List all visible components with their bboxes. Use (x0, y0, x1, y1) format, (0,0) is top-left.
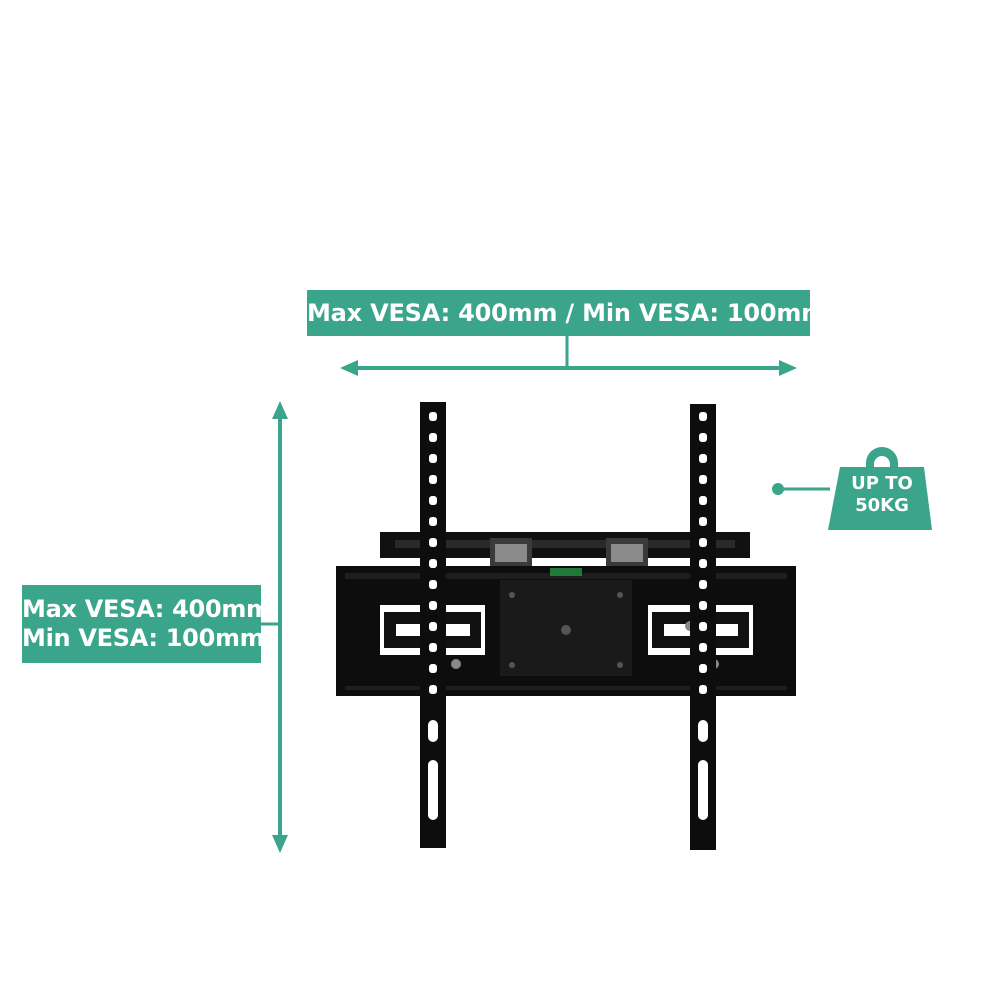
arm-hole (699, 538, 707, 547)
height-dimension-line2: Min VESA: 100mm (22, 624, 265, 652)
arm-hole (699, 643, 707, 652)
arm-hole (429, 643, 437, 652)
arm-hole (429, 664, 437, 673)
weight-badge-line2: 50KG (855, 495, 909, 516)
arm-hole (699, 622, 707, 631)
arm-slots (428, 720, 708, 820)
arm-hole (429, 454, 437, 463)
arm-hole (699, 601, 707, 610)
arm-hole (429, 517, 437, 526)
weight-badge-text: UP TO 50KG (830, 473, 934, 517)
weight-badge-line1: UP TO (851, 473, 913, 494)
arm-hole (429, 559, 437, 568)
arm-hole (699, 433, 707, 442)
arm-hole (699, 454, 707, 463)
width-dimension-arrow (340, 336, 797, 376)
arm-hole (429, 496, 437, 505)
arm-hole (699, 580, 707, 589)
arm-hole (699, 685, 707, 694)
arm-hole (429, 412, 437, 421)
height-dimension-arrow (261, 401, 288, 853)
arm-hole (699, 664, 707, 673)
arm-hole (429, 433, 437, 442)
arm-hole (429, 622, 437, 631)
width-dimension-text: Max VESA: 400mm / Min VESA: 100mm (307, 299, 827, 327)
arm-hole (429, 685, 437, 694)
arm-hole (429, 538, 437, 547)
weight-icon (828, 447, 932, 530)
arm-hole (699, 475, 707, 484)
arm-hole (429, 475, 437, 484)
arm-hole (699, 412, 707, 421)
arm-hole (429, 601, 437, 610)
tv-wall-mount-bracket (336, 402, 796, 850)
height-dimension-line1: Max VESA: 400mm (22, 595, 271, 623)
width-dimension-label: Max VESA: 400mm / Min VESA: 100mm (307, 290, 827, 336)
arm-holes (429, 412, 707, 694)
arm-hole (699, 559, 707, 568)
arm-hole (699, 517, 707, 526)
arm-hole (429, 580, 437, 589)
weight-connector (772, 483, 830, 495)
arm-hole (699, 496, 707, 505)
height-dimension-label: Max VESA: 400mm Min VESA: 100mm (22, 585, 271, 663)
